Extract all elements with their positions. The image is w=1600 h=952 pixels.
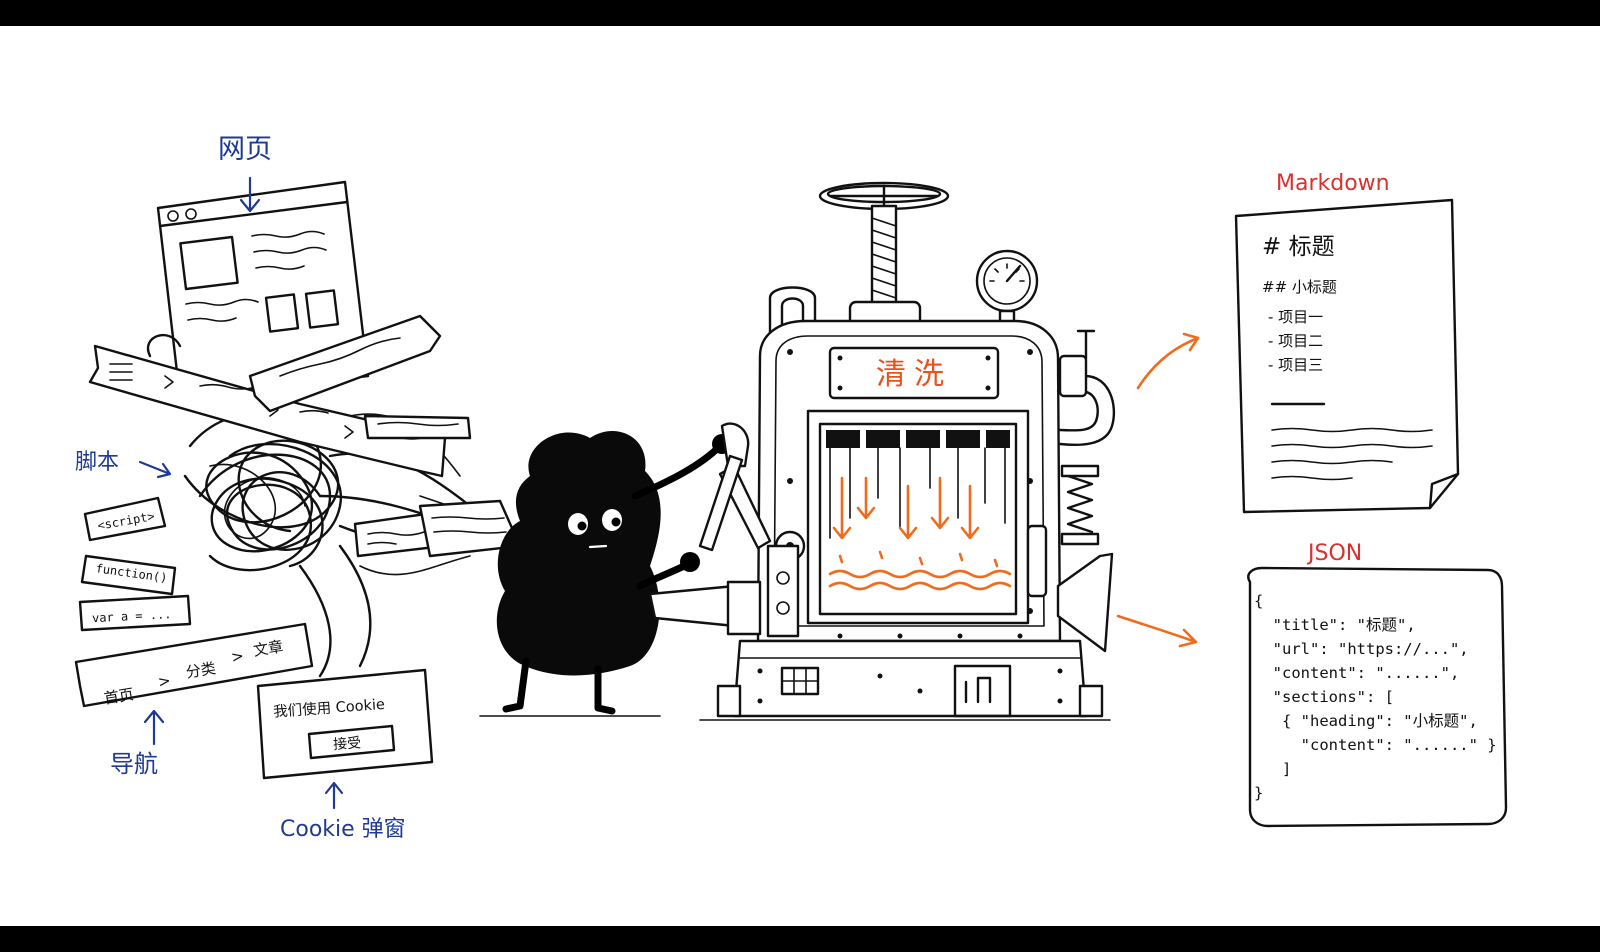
down-arrow-icon bbox=[856, 476, 876, 520]
cleaning-machine: 清洗 bbox=[648, 181, 1116, 721]
messy-webpage-group: <script> function() var a = ... 首页 > 分类 … bbox=[74, 134, 522, 842]
window-dot-icon bbox=[185, 208, 197, 220]
torn-paper-strips bbox=[88, 314, 522, 558]
down-arrow-icon bbox=[898, 484, 918, 540]
json-document bbox=[1247, 566, 1508, 828]
markdown-list-item: - 项目三 bbox=[1268, 356, 1323, 374]
json-title: JSON bbox=[1306, 541, 1362, 566]
breadcrumb-separator: > bbox=[230, 647, 245, 667]
script-label: 脚本 bbox=[75, 450, 119, 475]
image-placeholder-icon bbox=[264, 293, 300, 333]
spring-icon bbox=[1060, 464, 1100, 546]
eye-icon bbox=[611, 517, 621, 527]
json-line: "sections": [ bbox=[1254, 688, 1394, 706]
machine-base bbox=[732, 639, 1088, 718]
json-line: "content": "......", bbox=[1254, 664, 1459, 682]
json-line: "url": "https://...", bbox=[1254, 640, 1469, 658]
markdown-document bbox=[1234, 198, 1460, 514]
diagram-svg: <script> function() var a = ... 首页 > 分类 … bbox=[74, 134, 1508, 842]
liquid-waves bbox=[828, 550, 1012, 591]
breadcrumb-item: 分类 bbox=[185, 659, 217, 681]
breadcrumb-strip: 首页 > 分类 > 文章 bbox=[74, 622, 314, 708]
illustration-canvas: <script> function() var a = ... 首页 > 分类 … bbox=[0, 26, 1600, 926]
accept-button bbox=[307, 724, 396, 760]
cookie-popup: 我们使用 Cookie 接受 bbox=[256, 668, 434, 780]
browser-window bbox=[156, 180, 370, 400]
json-line: "title": "标题", bbox=[1254, 616, 1416, 634]
accept-button-label: 接受 bbox=[333, 734, 362, 753]
right-arrow-icon bbox=[138, 460, 172, 479]
down-arrow-icon bbox=[832, 476, 852, 540]
json-line: { "heading": "小标题", bbox=[1254, 712, 1478, 730]
markdown-h1: # 标题 bbox=[1262, 234, 1335, 260]
lever-handle bbox=[698, 422, 806, 638]
nav-label: 导航 bbox=[110, 750, 158, 778]
json-line: } bbox=[1254, 784, 1263, 802]
breadcrumb-separator: > bbox=[157, 671, 172, 691]
breadcrumb-item: 文章 bbox=[252, 637, 284, 659]
window-dot-icon bbox=[167, 210, 179, 222]
markdown-output: Markdown # 标题 ## 小标题 - 项目一 - 项目二 - 项目三 bbox=[1234, 171, 1460, 514]
webpage-label: 网页 bbox=[218, 134, 272, 165]
json-line: "content": "......" } bbox=[1254, 736, 1497, 754]
blob-body bbox=[496, 430, 661, 676]
up-arrow-icon bbox=[324, 781, 344, 810]
image-placeholder-icon bbox=[179, 235, 239, 291]
markdown-title: Markdown bbox=[1276, 171, 1390, 196]
json-line: { bbox=[1254, 592, 1263, 610]
script-scraps: <script> function() var a = ... bbox=[78, 496, 192, 632]
pressure-gauge-icon bbox=[975, 249, 1039, 329]
cookie-popup-label: Cookie 弹窗 bbox=[280, 817, 406, 842]
up-arrow-icon bbox=[143, 709, 165, 746]
breadcrumb-item: 首页 bbox=[103, 685, 135, 707]
machine-label: 清洗 bbox=[876, 357, 952, 392]
output-arrows bbox=[1116, 332, 1200, 648]
var-text: var a = ... bbox=[92, 607, 172, 625]
markdown-list-item: - 项目一 bbox=[1268, 308, 1323, 326]
json-line: ] bbox=[1254, 760, 1291, 778]
down-arrow-icon bbox=[960, 484, 980, 540]
pressing-arrows bbox=[832, 476, 980, 540]
markdown-h2: ## 小标题 bbox=[1262, 278, 1337, 296]
curved-arrow-icon bbox=[1136, 332, 1200, 390]
blob-character bbox=[479, 430, 732, 717]
right-arrow-icon bbox=[1116, 614, 1198, 648]
image-placeholder-icon bbox=[304, 289, 340, 329]
eye-icon bbox=[577, 521, 587, 531]
down-arrow-icon bbox=[239, 176, 261, 213]
json-output: JSON { "title": "标题", "url": "https://..… bbox=[1247, 541, 1508, 828]
markdown-list-item: - 项目二 bbox=[1268, 332, 1323, 350]
machine-nameplate bbox=[828, 346, 1000, 400]
down-arrow-icon bbox=[930, 476, 950, 530]
handwheel-icon bbox=[818, 181, 950, 308]
